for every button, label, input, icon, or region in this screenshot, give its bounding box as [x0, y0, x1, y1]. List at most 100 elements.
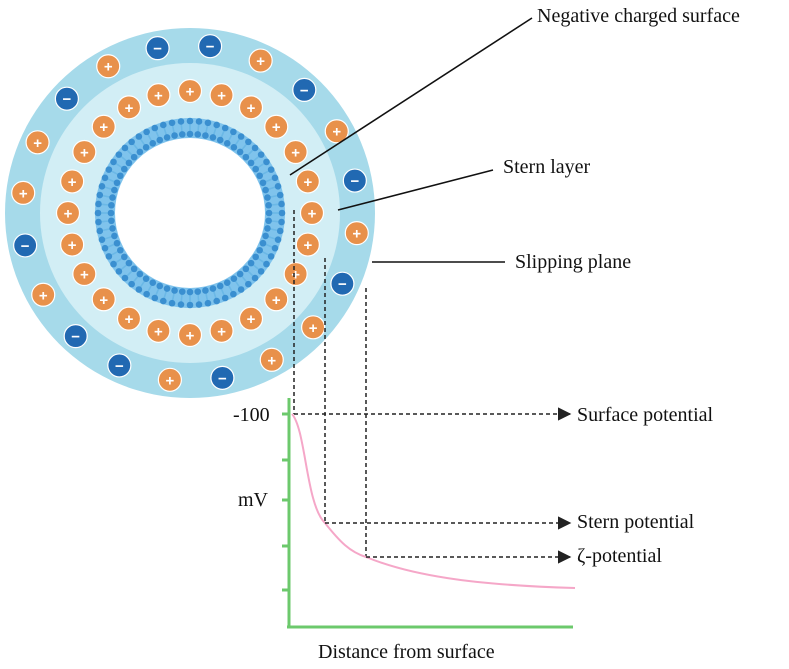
svg-text:+: +: [68, 174, 77, 191]
svg-text:+: +: [352, 226, 361, 243]
lipid-head: [230, 275, 238, 282]
lipid-head: [130, 153, 138, 161]
lipid-head: [156, 282, 164, 290]
lipid-head: [262, 232, 269, 240]
svg-text:+: +: [247, 311, 256, 328]
surface-potential-label: Surface potential: [577, 404, 713, 426]
svg-text:−: −: [206, 39, 215, 56]
lipid-tail: [163, 126, 167, 135]
lipid-head: [125, 259, 133, 267]
lipid-tail: [154, 129, 160, 138]
plus-circle-icon: +: [283, 261, 308, 287]
lipid-head: [221, 294, 229, 302]
lipid-head: [105, 253, 113, 260]
plus-circle-icon: +: [264, 114, 289, 139]
plus-circle-icon: +: [238, 306, 264, 331]
lipid-head: [178, 288, 186, 295]
lipid-tail: [265, 243, 274, 249]
plus-circle-icon: +: [299, 200, 325, 226]
lipid-head: [202, 132, 209, 139]
svg-text:+: +: [217, 88, 226, 105]
lipid-tail: [132, 142, 139, 151]
lipid-membrane: [94, 117, 286, 309]
lipid-head: [121, 144, 129, 152]
lipid-head: [111, 186, 118, 194]
x-axis-label: Distance from surface: [318, 641, 495, 663]
svg-text:+: +: [104, 59, 113, 76]
lipid-head: [236, 148, 244, 156]
plus-circle-icon: +: [146, 318, 171, 343]
lipid-head: [142, 144, 150, 151]
lipid-head: [149, 140, 157, 147]
plus-circle-icon: +: [295, 232, 320, 257]
lipid-tail: [114, 162, 123, 169]
lipid-head: [264, 194, 271, 201]
plus-circle-icon: +: [72, 139, 97, 165]
lipid-head: [108, 201, 115, 209]
lipid-head: [195, 118, 203, 125]
lipid-head: [143, 128, 150, 136]
svg-text:+: +: [154, 323, 163, 340]
lipid-tail: [125, 148, 133, 156]
lipid-head: [171, 287, 178, 294]
lipid-head: [263, 158, 270, 166]
lipid-tail: [268, 186, 277, 190]
lipid-head: [121, 165, 128, 173]
minus-circle-icon: −: [63, 324, 88, 349]
lipid-head: [251, 274, 259, 282]
potential-arrows: [294, 407, 572, 564]
svg-text:+: +: [99, 292, 108, 309]
svg-text:+: +: [64, 206, 73, 223]
lipid-tail: [106, 243, 115, 249]
lipid-head: [274, 236, 282, 244]
lipid-head: [276, 227, 284, 235]
svg-text:+: +: [154, 88, 163, 105]
lipid-head: [245, 280, 252, 288]
plus-circle-icon: +: [25, 130, 50, 155]
lipid-tail: [100, 220, 109, 223]
lipid-tail: [114, 257, 123, 264]
lipid-head: [130, 265, 138, 273]
particle-core: [115, 138, 265, 288]
lipid-head: [236, 270, 244, 278]
lipid-head: [163, 285, 171, 292]
lipid-head: [128, 280, 135, 288]
lipid-head: [178, 131, 186, 138]
lipid-tail: [154, 288, 160, 297]
plus-circle-icon: +: [177, 78, 203, 104]
lipid-head: [223, 140, 231, 147]
lipid-tail: [213, 291, 217, 300]
lipid-tail: [228, 284, 234, 293]
lipid-head: [223, 279, 231, 286]
lipid-head: [186, 130, 194, 138]
lipid-head: [213, 121, 221, 129]
svg-text:−: −: [338, 276, 347, 293]
svg-text:+: +: [308, 206, 317, 223]
plus-circle-icon: +: [11, 180, 36, 205]
lipid-tail: [261, 251, 270, 257]
lipid-head: [252, 253, 259, 261]
y-tick-label-top: -100: [233, 404, 270, 426]
plus-circle-icon: +: [91, 287, 116, 312]
lipid-head: [149, 279, 157, 286]
lipid-tail: [270, 228, 279, 232]
svg-text:+: +: [303, 237, 312, 254]
plus-circle-icon: +: [283, 139, 308, 165]
svg-text:+: +: [272, 292, 281, 309]
svg-text:+: +: [125, 311, 134, 328]
lipid-head: [252, 165, 259, 173]
svg-text:+: +: [166, 372, 175, 389]
lipid-head: [110, 260, 117, 268]
minus-circle-icon: −: [292, 77, 317, 102]
lipid-head: [264, 225, 271, 232]
lipid-head: [186, 117, 194, 125]
lipid-head: [194, 288, 202, 295]
lipid-head: [216, 136, 224, 144]
lipid-head: [171, 132, 178, 139]
plus-circle-icon: +: [60, 169, 85, 194]
svg-text:−: −: [71, 329, 80, 346]
svg-text:−: −: [63, 91, 72, 108]
lipid-tail: [241, 275, 248, 284]
svg-text:+: +: [303, 174, 312, 191]
lipid-head: [202, 287, 209, 294]
